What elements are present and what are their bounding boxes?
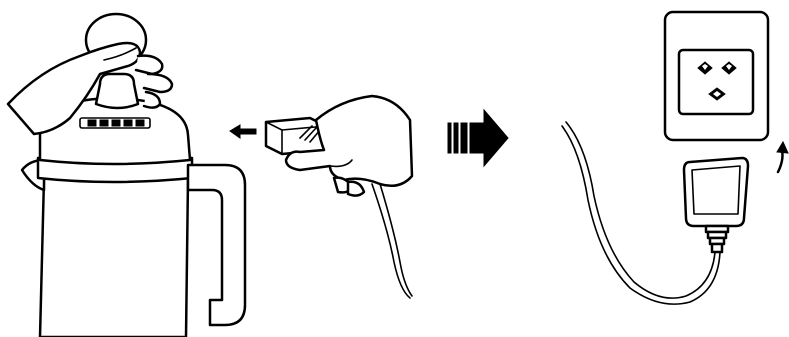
left-hand (6, 41, 174, 136)
power-adapter (561, 121, 750, 305)
socket-right (721, 61, 737, 75)
curved-arrow-up-icon (776, 140, 789, 174)
kettle-handle (186, 163, 247, 327)
plug-and-hand (264, 94, 414, 299)
kettle-control-panel (79, 117, 151, 129)
kettle-illustration (20, 12, 247, 337)
socket-ground (708, 87, 726, 101)
wall-outlet (663, 10, 770, 142)
arrow-right-icon (447, 108, 509, 168)
socket-left (697, 61, 713, 75)
arrow-left-icon (229, 124, 257, 139)
kettle-body (38, 176, 190, 337)
lid-knob (94, 72, 140, 110)
outlet-face (677, 48, 755, 116)
